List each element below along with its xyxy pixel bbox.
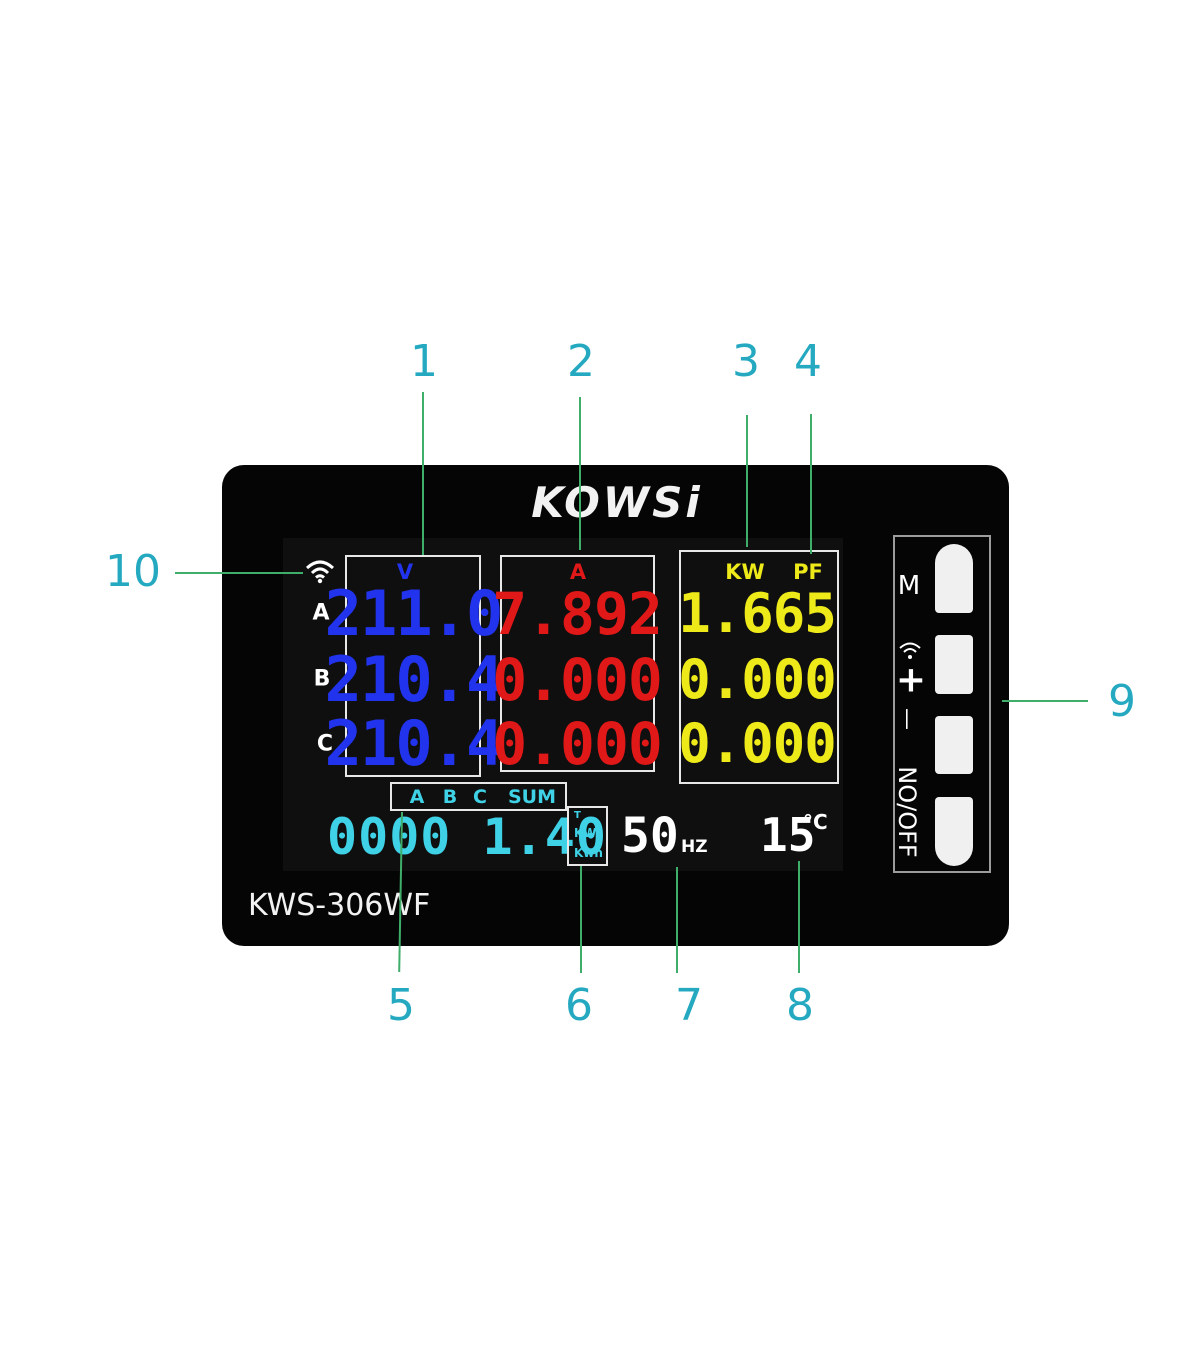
callout-4: 4 (794, 336, 822, 387)
power-a-value: 1.665 (678, 582, 837, 645)
callout-10: 10 (105, 546, 161, 597)
plus-button-label: + (895, 659, 927, 701)
onoff-button-label: NO/OFF (893, 766, 921, 858)
callout-5: 5 (387, 980, 415, 1031)
energy-unit-box: T KW Kwh (567, 806, 608, 866)
power-b-value: 0.000 (678, 648, 837, 711)
minus-button[interactable] (935, 716, 973, 774)
voltage-c-value: 210.4 (324, 707, 504, 780)
temperature-unit: °C (803, 810, 828, 834)
frequency-value: 50 (621, 808, 679, 864)
leader-line-3 (746, 415, 748, 547)
current-box (500, 555, 655, 772)
voltage-box (345, 555, 481, 777)
wifi-icon (898, 640, 922, 665)
phase-selector (390, 782, 567, 811)
selector-a: A (409, 786, 425, 808)
leader-line-7 (676, 867, 678, 973)
leader-line-6 (580, 866, 582, 973)
leader-line-4 (810, 414, 812, 554)
voltage-unit: V (396, 560, 414, 584)
button-panel (893, 535, 991, 873)
phase-b-label: B (313, 666, 331, 692)
m-button[interactable] (935, 544, 973, 613)
m-button-label: M (897, 571, 921, 601)
voltage-b-value: 210.4 (324, 643, 504, 716)
energy-unit-kw: KW (574, 826, 597, 840)
lcd-screen (283, 538, 843, 871)
leader-line-8 (798, 861, 800, 973)
power-kw-unit: KW (725, 560, 765, 584)
phase-a-label: A (312, 600, 330, 626)
model-label: KWS-306WF (248, 888, 431, 923)
phase-c-label: C (316, 731, 334, 757)
selector-c: C (473, 786, 487, 808)
brand-logo: KOWSi (531, 478, 703, 527)
callout-8: 8 (786, 980, 814, 1031)
plus-button[interactable] (935, 635, 973, 694)
callout-7: 7 (675, 980, 703, 1031)
selector-b: B (442, 786, 458, 808)
callout-2: 2 (567, 336, 595, 387)
leader-line-1 (422, 392, 424, 555)
leader-line-10 (175, 572, 303, 574)
temperature-value: 15 (760, 808, 816, 862)
leader-line-9 (1002, 700, 1088, 702)
callout-1: 1 (410, 336, 438, 387)
callout-6: 6 (565, 980, 593, 1031)
energy-value: 0000 1.40 (327, 808, 607, 866)
current-c-value: 0.000 (492, 710, 663, 778)
current-a-value: 7.892 (492, 580, 663, 648)
power-box (679, 550, 839, 784)
voltage-a-value: 211.0 (324, 577, 504, 650)
callout-3: 3 (732, 336, 760, 387)
minus-button-label: — (894, 708, 920, 730)
current-b-value: 0.000 (492, 646, 663, 714)
callout-9: 9 (1108, 676, 1136, 727)
frequency-unit: HZ (681, 837, 708, 857)
current-unit: A (569, 560, 587, 584)
leader-line-2 (579, 397, 581, 550)
energy-unit-t: T (574, 810, 581, 821)
power-pf-unit: PF (793, 560, 823, 584)
power-c-value: 0.000 (678, 712, 837, 775)
energy-unit-kwh: Kwh (574, 846, 603, 860)
wifi-icon (304, 558, 336, 589)
selector-sum: SUM (507, 786, 557, 808)
onoff-button[interactable] (935, 797, 973, 866)
